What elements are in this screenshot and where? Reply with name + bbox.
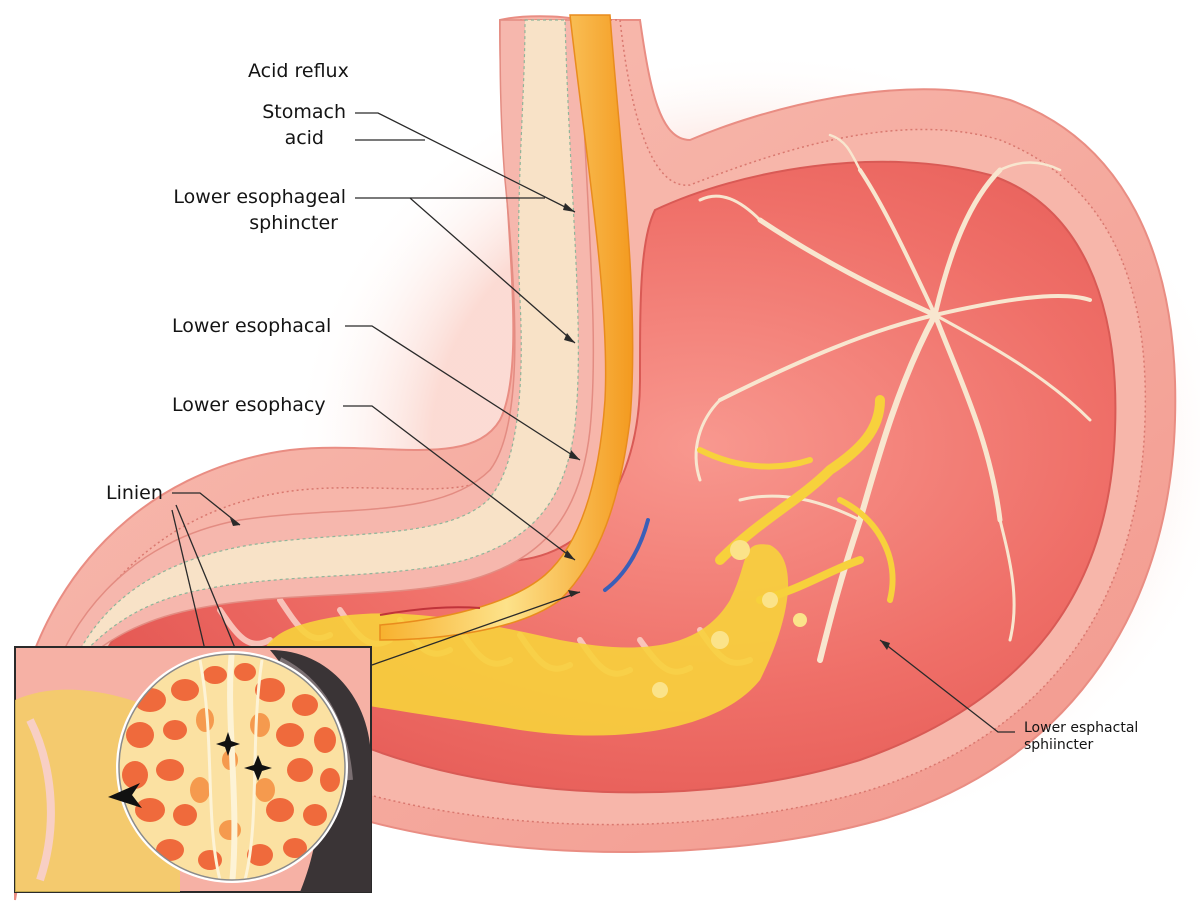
label-acid-reflux: Acid reflux [248, 60, 349, 82]
acid-column [379, 14, 634, 641]
label-les-line1: Lower esophageal [173, 186, 346, 208]
label-les-line2: sphincter [249, 212, 338, 234]
label-lower-esphactal-line2: sphiincter [1024, 737, 1094, 753]
sphincter-mark [603, 518, 650, 592]
acid-pool [261, 395, 896, 736]
sphincter-mark-2 [379, 606, 481, 616]
label-lower-esophacy: Lower esophacy [172, 394, 326, 416]
label-linien: Linien [106, 482, 163, 504]
label-stomach-acid-line1: Stomach [262, 101, 346, 123]
esophagus-lining [69, 19, 579, 671]
vein-network [694, 133, 1092, 663]
label-lower-esphactal-line1: Lower esphactal [1024, 720, 1139, 736]
star-marker-1 [216, 732, 240, 756]
inset-arrow [108, 783, 142, 808]
star-marker-2 [244, 755, 272, 781]
label-lower-esophacal: Lower esophacal [172, 315, 332, 337]
label-stomach-acid-line2: acid [284, 127, 324, 149]
inset-panel [14, 646, 372, 893]
pointer-lines [171, 112, 1015, 733]
